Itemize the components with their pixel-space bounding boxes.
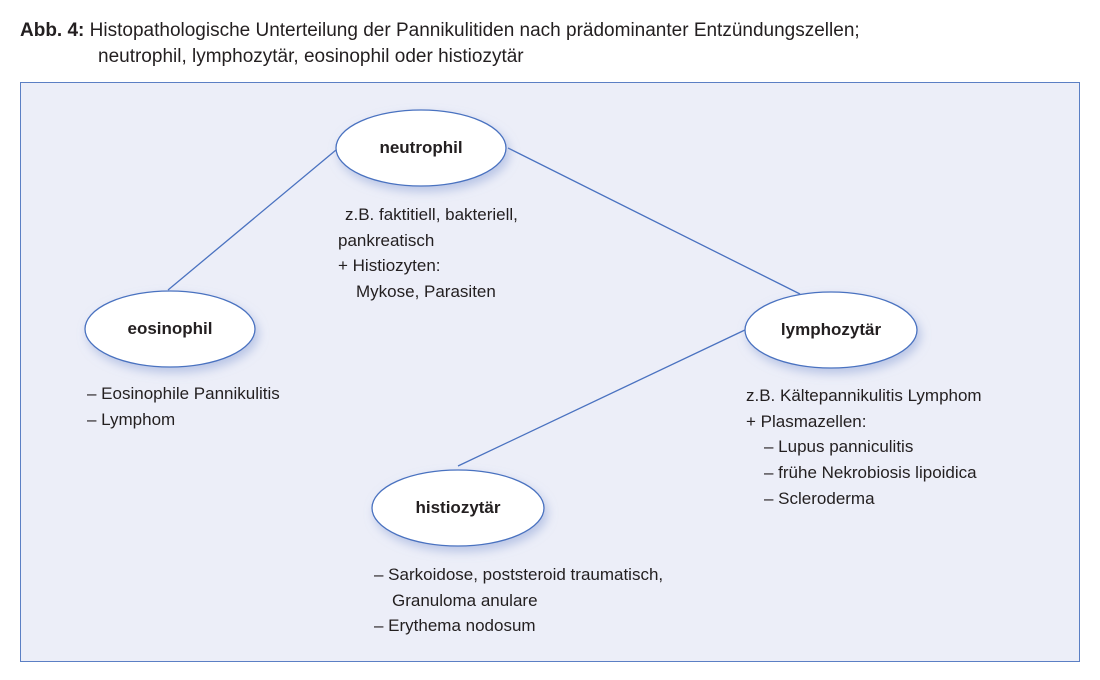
- caption-line-2: neutrophil, lymphozytär, eosinophil oder…: [98, 46, 524, 67]
- edge-lymphozytaer-histiozytaer: [457, 328, 748, 467]
- caption-line-1: Histopathologische Unterteilung der Pann…: [89, 20, 860, 41]
- node-eosinophil-shape: [84, 290, 256, 368]
- diagram-frame: [20, 82, 1080, 662]
- node-neutrophil-label: neutrophil: [379, 138, 463, 157]
- text-line: Mykose, Parasiten: [356, 282, 496, 302]
- node-eosinophil-label: eosinophil: [127, 319, 213, 338]
- edge-neutrophil-eosinophil: [167, 149, 337, 291]
- neutrophil-examples: z.B. faktitiell, bakteriell, pankreatisc…: [338, 202, 518, 305]
- text-line: – Scleroderma: [764, 488, 875, 508]
- figure-caption: Abb. 4: Histopathologische Unterteilung …: [20, 18, 860, 70]
- edge-neutrophil-lymphozytaer: [507, 147, 801, 295]
- text-line: z.B. faktitiell, bakteriell,: [345, 205, 518, 224]
- text-line: – Sarkoidose, poststeroid traumatisch,: [374, 565, 664, 584]
- node-lymphozytaer-shape: [744, 291, 918, 369]
- text-line: Granuloma anulare: [392, 590, 538, 610]
- text-line: – Erythema nodosum: [374, 616, 536, 636]
- text-line: + Histiozyten:: [338, 256, 441, 276]
- text-line: z.B. Kältepannikulitis Lymphom: [746, 386, 982, 405]
- text-line: pankreatisch: [338, 230, 435, 250]
- node-histiozytaer-label: histiozytär: [415, 498, 501, 517]
- text-line: – Lupus panniculitis: [764, 437, 914, 457]
- node-lymphozytaer-label: lymphozytär: [780, 320, 882, 339]
- node-neutrophil-shape: [335, 109, 507, 187]
- histiozytaer-examples: – Sarkoidose, poststeroid traumatisch, G…: [374, 562, 663, 639]
- text-line: – Lymphom: [87, 409, 176, 429]
- caption-label: Abb. 4:: [20, 20, 85, 41]
- eosinophil-examples: – Eosinophile Pannikulitis – Lymphom: [87, 381, 280, 432]
- lymphozytaer-examples: z.B. Kältepannikulitis Lymphom + Plasmaz…: [746, 383, 982, 512]
- text-line: – frühe Nekrobiosis lipoidica: [764, 463, 977, 483]
- text-line: – Eosinophile Pannikulitis: [87, 384, 280, 403]
- node-histiozytaer-shape: [371, 469, 545, 547]
- text-line: + Plasmazellen:: [746, 411, 867, 431]
